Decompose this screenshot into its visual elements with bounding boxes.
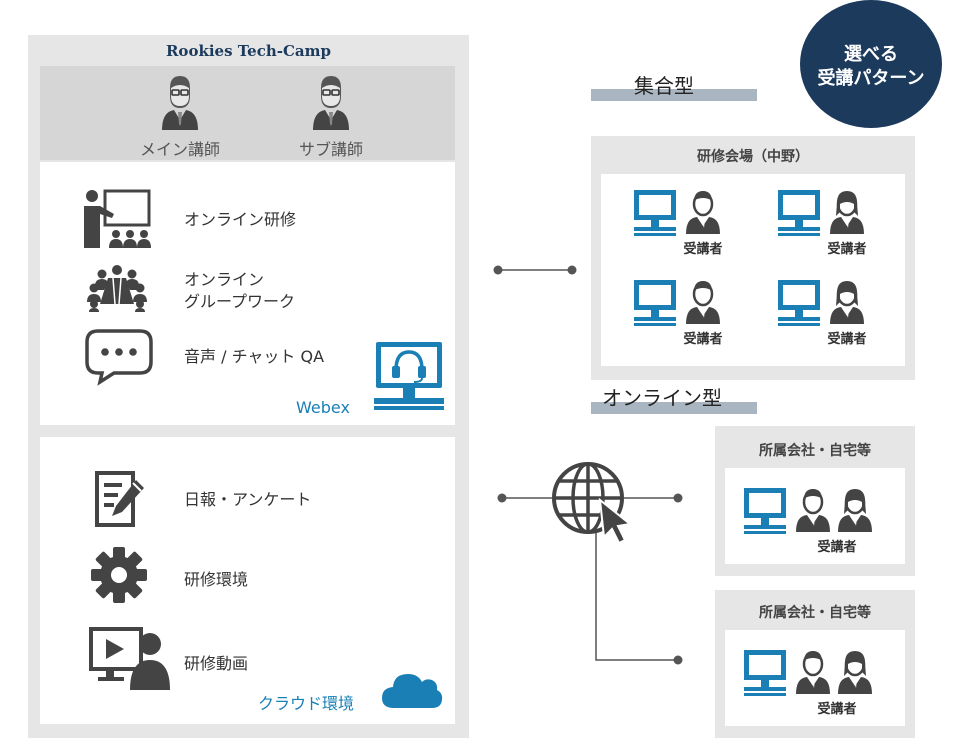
male-learner-icon xyxy=(686,281,720,324)
daily-report-survey-label: 日報・アンケート xyxy=(184,490,312,509)
learner-station: 受講者 xyxy=(742,486,882,556)
training-video-label: 研修動画 xyxy=(184,654,249,673)
remote-location-title-2: 所属会社・自宅等 xyxy=(759,605,871,621)
instructor-icon xyxy=(313,76,349,130)
computer-monitor-icon xyxy=(744,650,786,696)
learner-station: 受講者 xyxy=(742,648,882,718)
training-environment-label: 研修環境 xyxy=(184,570,249,589)
selectable-patterns-badge xyxy=(800,0,942,128)
venue-title: 研修会場（中野） xyxy=(697,149,809,165)
panel-title: Rookies Tech-Camp xyxy=(165,42,332,60)
female-learner-icon xyxy=(830,281,864,324)
online-heading: オンライン型 xyxy=(602,386,722,410)
classroom-heading-bar xyxy=(591,89,757,101)
male-learner-icon xyxy=(796,651,830,694)
globe-cursor-icon xyxy=(552,462,633,545)
learner-label: 受講者 xyxy=(683,242,723,257)
computer-monitor-icon xyxy=(744,488,786,534)
online-heading-bar xyxy=(591,402,757,414)
computer-monitor-icon xyxy=(634,190,676,236)
learner-station: 受講者 xyxy=(776,188,916,258)
female-learner-icon xyxy=(830,191,864,234)
group-work-label-line2: グループワーク xyxy=(184,292,296,311)
badge-line2: 受講パターン xyxy=(817,68,925,89)
male-learner-icon xyxy=(686,191,720,234)
instructor-label-sub: サブ講師 xyxy=(298,140,363,159)
video-user-icon xyxy=(89,627,170,690)
instructor-area xyxy=(40,66,455,160)
gear-icon xyxy=(91,547,147,603)
group-work-label-line1: オンライン xyxy=(184,270,265,289)
instructor-icon xyxy=(162,76,198,130)
chat-bubble-icon xyxy=(85,329,153,386)
online-training-label: オンライン研修 xyxy=(184,210,297,229)
learner-label: 受講者 xyxy=(817,540,857,555)
computer-monitor-icon xyxy=(778,190,820,236)
female-learner-icon xyxy=(838,651,872,694)
instructor-label-main: メイン講師 xyxy=(139,140,220,159)
headset-monitor-icon xyxy=(374,342,444,410)
male-learner-icon xyxy=(796,489,830,532)
remote-location-title-1: 所属会社・自宅等 xyxy=(759,443,871,459)
computer-monitor-icon xyxy=(634,280,676,326)
cloud-icon xyxy=(382,674,443,708)
webex-label: Webex xyxy=(296,398,350,417)
classroom-heading: 集合型 xyxy=(634,74,694,98)
badge-line1: 選べる xyxy=(844,44,898,65)
learner-label: 受講者 xyxy=(827,332,867,347)
learner-station: 受講者 xyxy=(632,188,772,258)
group-work-icon xyxy=(87,265,147,312)
female-learner-icon xyxy=(838,489,872,532)
learner-label: 受講者 xyxy=(827,242,867,257)
cloud-environment-label: クラウド環境 xyxy=(258,694,355,713)
computer-monitor-icon xyxy=(778,280,820,326)
learner-station: 受講者 xyxy=(776,278,916,348)
learner-label: 受講者 xyxy=(683,332,723,347)
report-edit-icon xyxy=(95,471,144,527)
presentation-icon xyxy=(84,189,151,248)
learner-label: 受講者 xyxy=(817,702,857,717)
voice-chat-qa-label: 音声 / チャット QA xyxy=(184,347,325,366)
learner-station: 受講者 xyxy=(632,278,772,348)
